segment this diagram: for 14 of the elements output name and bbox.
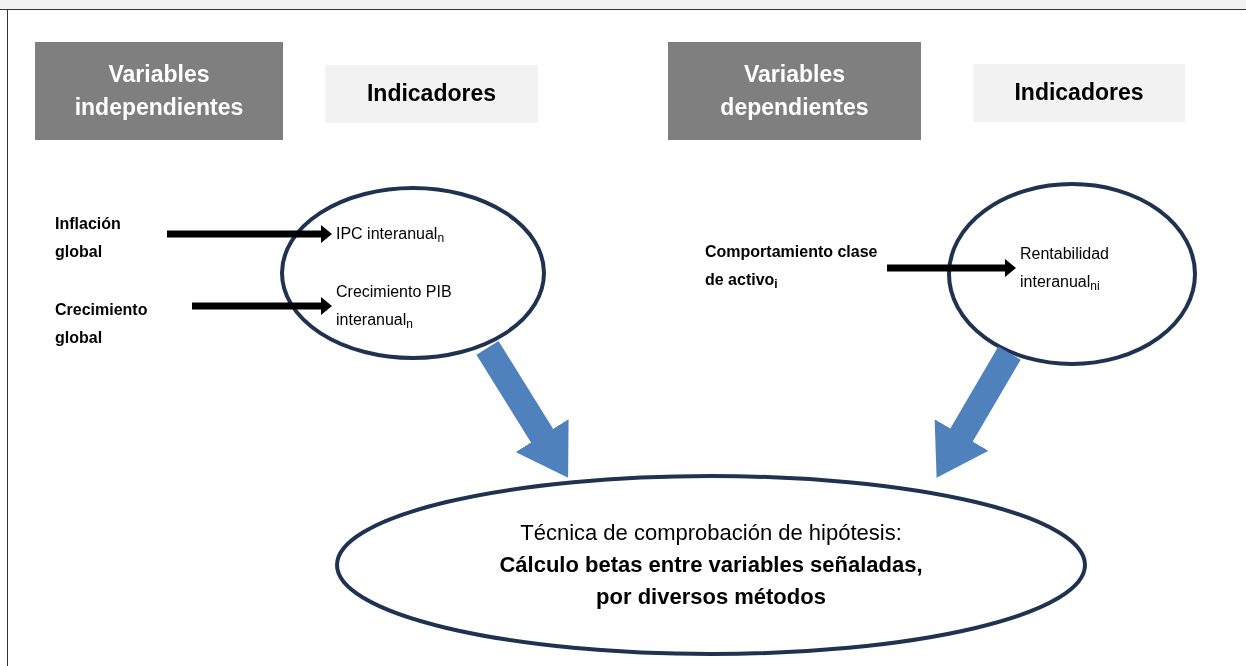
header-box: Indicadores [325,65,538,123]
block-arrow [934,346,1021,478]
header-box: Variables independientes [35,42,283,140]
variable-label: Comportamiento clase de activo$_{i}$ [705,238,885,294]
indicator-label: Rentabilidad interanual$_{ni}$ [1020,240,1160,296]
hypothesis-text: Técnica de comprobación de hipótesis: [520,519,902,548]
header-box: Indicadores [973,64,1185,122]
indicator-label: Crecimiento PIB interanual$_{n}$ [336,278,471,334]
indicator-label: IPC interanual$_{n}$ [336,220,506,248]
header-box: Variables dependientes [668,42,921,140]
block-arrow [476,340,569,478]
hypothesis-text: Cálculo betas entre variables señaladas, por diversos métodos [498,551,924,611]
variable-label: Inflación global [55,210,165,266]
variable-label: Crecimiento global [55,296,190,352]
